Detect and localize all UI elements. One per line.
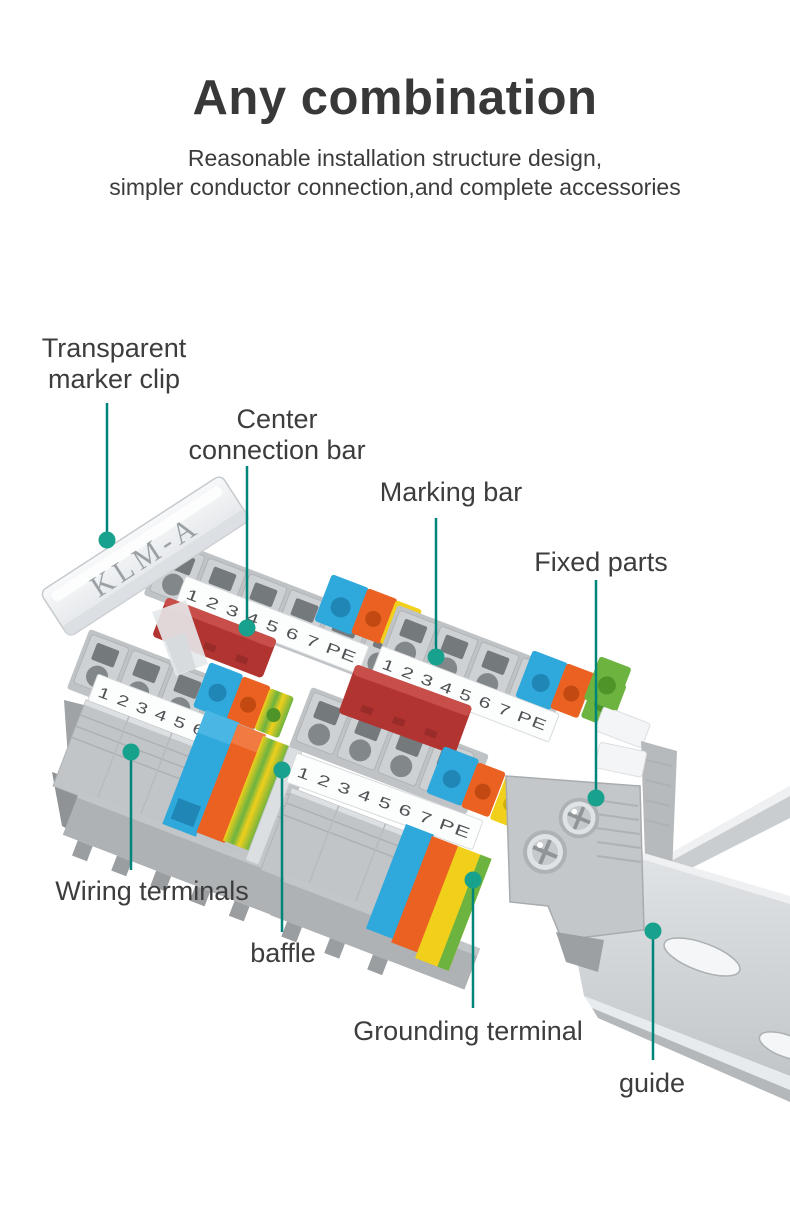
leader-dot-wiring-terminals: [122, 743, 140, 761]
end-fixing-bracket: [505, 656, 647, 972]
blue-terminal-top: [193, 662, 243, 719]
orange-terminal-top: [550, 663, 595, 718]
leader-dot-grounding-terminal: [464, 871, 482, 889]
blue-terminal-top: [515, 650, 568, 710]
label-line: Center: [236, 404, 318, 434]
orange-terminal-column: [196, 724, 267, 844]
subtitle-line-1: Reasonable installation structure design…: [187, 145, 603, 171]
orange-terminal-column: [391, 836, 461, 954]
label-grounding-terminal: Grounding terminal: [353, 1016, 583, 1046]
label-line: marker clip: [47, 364, 181, 394]
label-transparent-marker-clip: Transparent marker clip: [42, 333, 187, 395]
callout-leaders: [98, 403, 662, 1060]
front-left-terminal-group: 1 2 3 4 5 6 7 PE: [52, 629, 305, 922]
rail-slot: [663, 937, 741, 977]
label-fixed-parts: Fixed parts: [534, 547, 668, 577]
leader-dot-marking-bar: [427, 648, 445, 666]
ground-terminal-top: [255, 688, 294, 738]
blue-terminal-column: [162, 710, 240, 837]
back-din-rail: [648, 786, 790, 886]
front-right-terminal-group: 1 2 3 4 5 6 7 PE: [259, 665, 532, 990]
label-line: connection bar: [188, 435, 366, 465]
blue-terminal-top: [314, 574, 369, 635]
blue-terminal-top: [426, 746, 479, 806]
leader-dot-baffle: [273, 761, 291, 779]
end-clip: [595, 706, 651, 748]
grounding-pe-column: [222, 736, 290, 851]
marking-red-bar: [339, 665, 472, 755]
leader-dot-fixed-parts: [587, 789, 605, 807]
page-title: Any combination: [192, 71, 598, 125]
orange-terminal-top: [461, 762, 506, 817]
end-clip: [594, 742, 647, 778]
back-terminal-row: 1 2 3 4 5 6 7 PE 1 2 3 4 5 6 7 PE: [144, 537, 677, 898]
page-subtitle: Reasonable installation structure design…: [0, 144, 790, 202]
label-marking-bar: Marking bar: [379, 477, 523, 507]
subtitle-line-2: simpler conductor connection,and complet…: [109, 174, 681, 200]
label-wiring-terminals: Wiring terminals: [55, 876, 249, 906]
blue-terminal-column: [365, 824, 435, 940]
leader-dot-center-bar: [238, 619, 256, 637]
leader-dot-marker-clip: [98, 531, 116, 549]
label-center-connection-bar: Center connection bar: [188, 404, 365, 466]
label-line: Transparent: [41, 333, 187, 363]
label-guide: guide: [618, 1068, 686, 1098]
fixing-screw-icon: [521, 828, 569, 876]
leader-dot-guide: [644, 922, 662, 940]
label-baffle: baffle: [250, 938, 316, 968]
